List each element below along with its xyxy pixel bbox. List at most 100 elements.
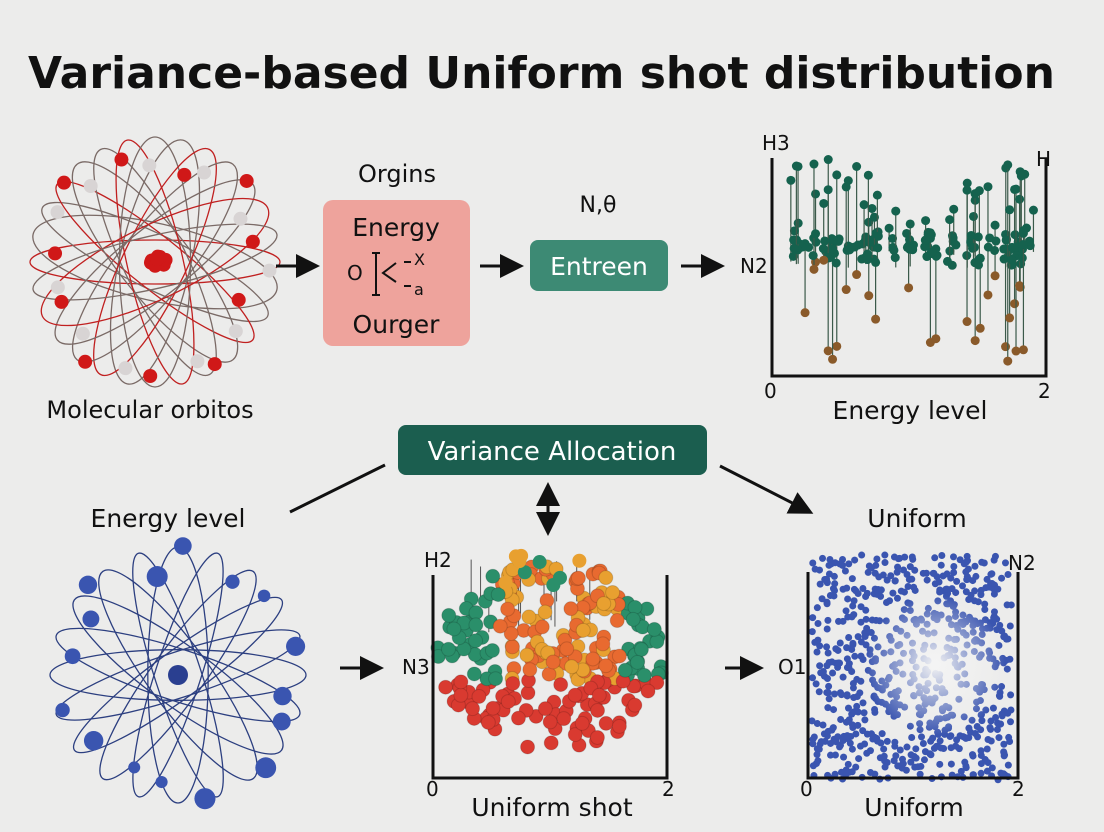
chart3-y-label: O1 (778, 655, 806, 679)
chart2-x-max: 2 (662, 777, 675, 801)
atom (146, 566, 168, 588)
atom (286, 636, 306, 656)
uniform-dot (829, 724, 837, 732)
uniform-dot (871, 733, 879, 741)
shot-dot (646, 621, 662, 637)
brown-dot (1005, 313, 1015, 323)
shot-dot (520, 739, 536, 755)
green-dot (828, 235, 838, 245)
brown-dot (864, 291, 874, 301)
chart3-x-max: 2 (1012, 777, 1025, 801)
uniform-dot (825, 561, 833, 569)
shot-dot (488, 671, 504, 687)
uniform-dot (809, 614, 817, 622)
uniform-dot (938, 551, 946, 559)
uniform-dot (820, 672, 828, 680)
shot-dot (567, 687, 583, 703)
variance-allocation-box (398, 425, 707, 475)
energy-box-title: Energy (352, 213, 440, 242)
chart1-top-left-label: H3 (762, 131, 790, 155)
chart2-axes (431, 575, 669, 780)
green-dot (788, 251, 798, 261)
uniform-dot (1006, 718, 1014, 726)
uniform-dot (844, 704, 852, 712)
energy-level-chart (786, 155, 1038, 366)
uniform-dot (809, 559, 817, 567)
green-dot (990, 245, 1000, 255)
page-title: Variance-based Uniform shot distribution (28, 48, 1055, 99)
shot-dot (553, 677, 569, 693)
shot-dot (575, 622, 591, 638)
uniform-dot (823, 575, 831, 583)
shot-dot (446, 621, 462, 637)
chart2-y-label: N3 (402, 655, 430, 679)
uniform-dot (907, 758, 915, 766)
green-dot (1017, 253, 1027, 263)
shot-dot (438, 679, 454, 695)
atom (177, 167, 192, 182)
brown-dot (990, 271, 1000, 281)
shot-dot (517, 565, 532, 580)
uniform-dot (971, 562, 979, 570)
orbit-ring (93, 147, 217, 377)
chart1-top-right-label: H (1036, 147, 1051, 171)
uniform-dot (886, 597, 894, 605)
uniform-dot (920, 756, 928, 764)
uniform-dot (1004, 761, 1012, 769)
uniform-dot (978, 717, 986, 725)
green-dot (962, 185, 972, 195)
uniform-dot (917, 762, 925, 770)
shot-dot (522, 662, 538, 678)
shot-dot (625, 611, 641, 627)
uniform-dot (969, 751, 977, 759)
green-dot (973, 232, 983, 242)
uniform-dot (821, 737, 829, 745)
green-dot (884, 223, 894, 233)
uniform-dot (984, 759, 992, 767)
uniform-dot (850, 611, 858, 619)
uniform-dot (873, 590, 881, 598)
uniform-dot (826, 592, 834, 600)
brown-dot (904, 283, 914, 293)
green-dot (889, 245, 899, 255)
uniform-dot (950, 562, 958, 570)
uniform-dot (930, 569, 938, 577)
chart3-xlabel: Uniform (864, 793, 963, 822)
shot-dot (640, 683, 656, 699)
uniform-dot (837, 691, 845, 699)
green-dot (990, 220, 1000, 230)
uniform-dot (983, 767, 991, 775)
chart3-title: Uniform (867, 504, 966, 533)
uniform-dot (891, 738, 899, 746)
uniform-dot (809, 762, 817, 770)
uniform-dot (823, 625, 831, 633)
green-dot (970, 189, 980, 199)
green-dot (962, 178, 972, 188)
atom (50, 205, 65, 220)
brown-dot (832, 341, 842, 351)
uniform-dot (936, 586, 944, 594)
uniform-dot (857, 677, 865, 685)
uniform-dot (906, 563, 914, 571)
shot-dot (609, 613, 625, 629)
uniform-dot (815, 688, 823, 696)
uniform-dot (829, 585, 837, 593)
shot-dot (468, 633, 484, 649)
uniform-dot (825, 695, 833, 703)
brown-dot (841, 285, 851, 295)
orbit-ring (71, 161, 239, 363)
uniform-dot (898, 755, 906, 763)
atom (128, 761, 141, 774)
green-dot (1016, 171, 1026, 181)
uniform-dot (855, 755, 863, 763)
uniform-dot (901, 553, 909, 561)
uniform-dot (813, 745, 821, 753)
uniform-dot (819, 721, 827, 729)
uniform-dot (848, 721, 856, 729)
uniform-dot (962, 762, 970, 770)
uniform-dot (814, 757, 822, 765)
shot-dot (572, 553, 587, 568)
atom (83, 178, 98, 193)
energy-box-subtitle: Ourger (353, 310, 441, 339)
uniform-dot (1006, 655, 1014, 663)
